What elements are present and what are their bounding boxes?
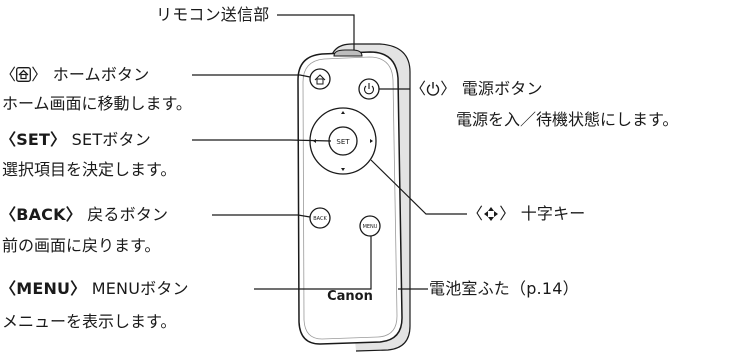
back-key: 〈BACK〉 [0,205,82,224]
back-button-text: BACK [313,216,327,222]
cross-key-open: 〈 [467,204,484,223]
set-button-text: SET [336,138,350,146]
cross-button-label: 十字キー [520,204,586,223]
menu-button[interactable] [359,215,381,237]
power-description: 電源を入／待機状態にします。 [456,110,679,129]
label-set: 〈SET〉 SETボタン [0,130,151,150]
power-button-icon [363,83,375,95]
cross-keys-icon [484,207,499,221]
power-key-close: 〉 [440,79,457,98]
power-icon [427,82,440,96]
label-back: 〈BACK〉 戻るボタン [0,205,168,225]
leader-cross [370,159,467,215]
home-key-open: 〈 [0,65,17,84]
leader-menu [254,236,372,290]
set-key: 〈SET〉 [0,130,67,149]
home-button-icon [314,74,326,85]
label-home: 〈〉 ホームボタン [0,65,149,85]
leader-remote-sensor [277,14,355,50]
menu-button-label: MENUボタン [91,279,189,298]
set-description: 選択項目を決定します。 [2,160,177,179]
label-power: 〈〉 電源ボタン [410,79,543,99]
leader-home [192,74,311,78]
label-cross-keys: 〈〉 十字キー [467,204,586,224]
menu-button-text: MENU [363,224,378,230]
remote-inner-rim [302,56,398,340]
back-description: 前の画面に戻ります。 [2,236,161,255]
remote-sensor-window [333,49,363,57]
brand-logo: Canon [327,289,373,304]
cross-key-close: 〉 [499,204,516,223]
power-key-open: 〈 [410,79,427,98]
home-icon [16,67,32,82]
home-button-label: ホームボタン [52,65,150,84]
label-menu: 〈MENU〉 MENUボタン [0,279,189,299]
home-description: ホーム画面に移動します。 [2,94,192,113]
menu-key: 〈MENU〉 [0,279,87,298]
home-key-close: 〉 [31,65,48,84]
back-button-label: 戻るボタン [87,205,169,224]
leader-set [192,139,332,142]
set-button-label: SETボタン [71,130,151,149]
label-remote-sensor: リモコン送信部 [156,5,270,24]
leader-back [212,214,311,218]
menu-description: メニューを表示します。 [2,312,177,331]
leader-lines [192,14,467,290]
label-battery-cover: 電池室ふた（p.14） [429,279,579,298]
back-button[interactable] [309,207,331,229]
power-button-label: 電源ボタン [461,79,543,98]
